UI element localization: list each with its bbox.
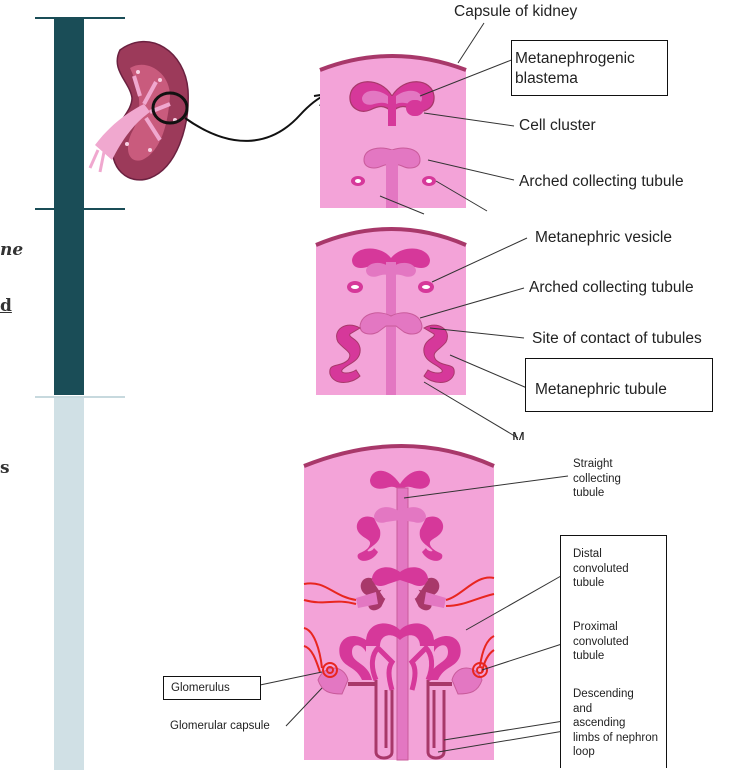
label-blastema-line2: blastema <box>515 70 578 88</box>
label-site-of-contact: Site of contact of tubules <box>532 330 702 348</box>
label-straight-collecting-tubule: Straight collecting tubule <box>573 457 621 501</box>
label-metanephric-tubule: Metanephric tubule <box>535 381 667 399</box>
label-cell-cluster: Cell cluster <box>519 117 596 135</box>
panel-1 <box>320 56 466 214</box>
label-blastema-line1: Metanephrogenic <box>515 50 635 68</box>
label-proximal-convoluted-tubule: Proximal convoluted tubule <box>573 620 629 664</box>
label-arched-collecting-2: Arched collecting tubule <box>529 279 694 297</box>
box-metanephric-tubule: Metanephric tubule <box>525 358 713 412</box>
label-arched-collecting-1: Arched collecting tubule <box>519 173 684 191</box>
box-glomerulus: Glomerulus <box>163 676 261 700</box>
kidney-icon <box>90 42 188 180</box>
label-glomerular-capsule: Glomerular capsule <box>170 719 270 734</box>
label-capsule-of-kidney: Capsule of kidney <box>454 3 577 21</box>
label-cut-off: M <box>512 430 525 440</box>
label-metanephric-vesicle: Metanephric vesicle <box>535 229 672 247</box>
label-distal-convoluted-tubule: Distal convoluted tubule <box>573 547 629 591</box>
panel-2 <box>316 229 518 438</box>
label-glomerulus: Glomerulus <box>171 681 230 696</box>
label-nephron-loop: Descending and ascending limbs of nephro… <box>573 687 658 760</box>
zoom-arrow <box>185 94 327 141</box>
box-metanephrogenic-blastema: Metanephrogenic blastema <box>511 40 668 96</box>
